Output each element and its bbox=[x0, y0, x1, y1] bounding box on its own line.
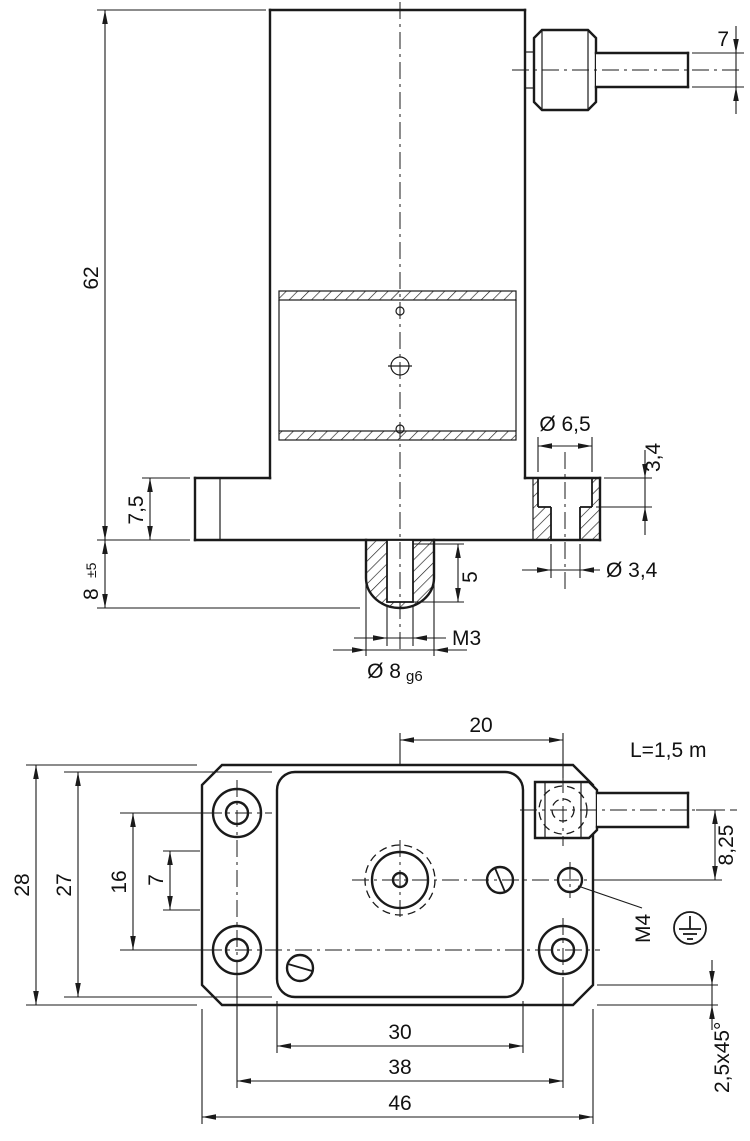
cable-length-note: L=1,5 m bbox=[630, 739, 706, 762]
dim-center-offset: 7 bbox=[145, 874, 168, 886]
screw-head bbox=[285, 953, 315, 983]
earth-ground-icon bbox=[673, 911, 707, 945]
dim-shaft-dia: Ø 8 bbox=[367, 660, 401, 683]
housing-outline bbox=[275, 770, 525, 999]
dim-body-depth: 27 bbox=[53, 873, 76, 896]
dim-overall-depth: 28 bbox=[11, 873, 34, 896]
dim-shaft-length-tol: ±5 bbox=[83, 562, 99, 578]
dim-earth-thread: M4 bbox=[632, 914, 655, 943]
dimensions-front: 7 62 7,5 8 ±5 Ø 6,5 bbox=[80, 9, 744, 685]
flange-front bbox=[193, 476, 602, 542]
dim-shaft-length: 8 bbox=[80, 588, 103, 600]
dim-cable-od: 7 bbox=[717, 28, 729, 51]
mounting-plate bbox=[200, 763, 595, 1007]
dim-flange-thickness: 7,5 bbox=[125, 495, 148, 524]
motor-body bbox=[268, 8, 527, 480]
dim-hole-pitch-vertical: 16 bbox=[108, 870, 131, 893]
dim-overall-width: 46 bbox=[388, 1092, 411, 1115]
dim-counterbore-depth: 3,4 bbox=[642, 442, 665, 472]
dim-corner-chamfer: 2,5x45° bbox=[711, 1022, 734, 1093]
dim-thread-size: M3 bbox=[452, 627, 481, 650]
front-view: 7 62 7,5 8 ±5 Ø 6,5 bbox=[80, 2, 744, 685]
dim-hole-offset: 8,25 bbox=[715, 825, 738, 866]
clamp-ring-lower bbox=[278, 430, 517, 441]
centerlines-front bbox=[399, 2, 740, 650]
dimensions-plan: 20 L=1,5 m 8,25 M4 28 27 bbox=[11, 714, 738, 1124]
dim-thread-depth: 5 bbox=[459, 571, 482, 583]
dim-connector-offset: 20 bbox=[469, 714, 492, 737]
dim-shaft-fit: g6 bbox=[406, 668, 423, 685]
dim-hole-pitch-horizontal: 38 bbox=[388, 1056, 411, 1079]
clamp-ring-upper bbox=[278, 290, 517, 301]
dim-through-hole-dia: Ø 3,4 bbox=[606, 559, 658, 582]
dim-body-width: 30 bbox=[388, 1021, 411, 1044]
plan-view: 20 L=1,5 m 8,25 M4 28 27 bbox=[11, 714, 738, 1124]
dim-overall-height: 62 bbox=[80, 266, 103, 289]
dim-counterbore-dia: Ø 6,5 bbox=[539, 413, 590, 436]
